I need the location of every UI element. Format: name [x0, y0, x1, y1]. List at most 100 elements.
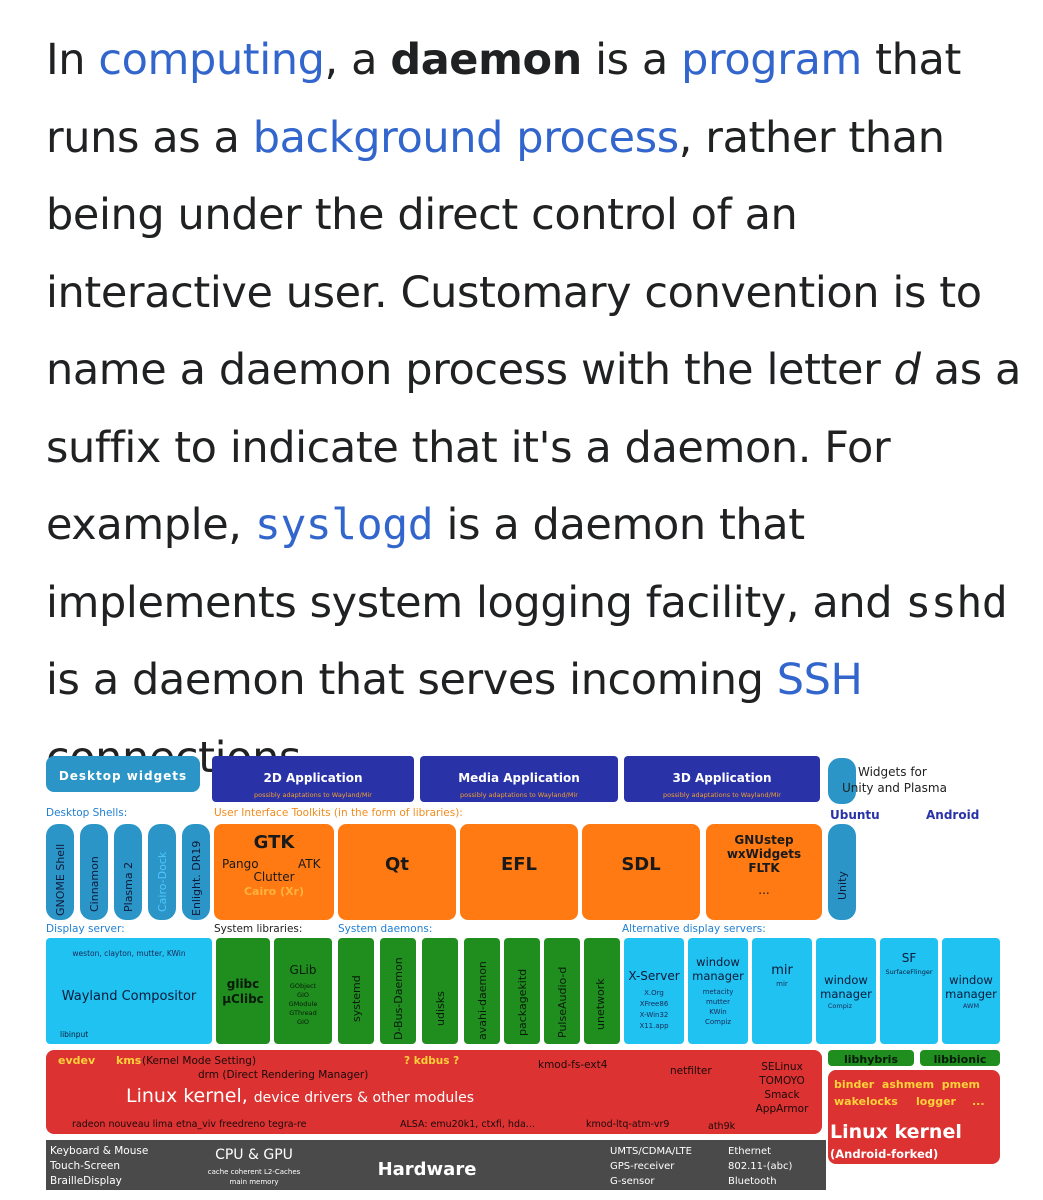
- shell-gnome: GNOME Shell: [54, 844, 67, 916]
- wm-item-0: metacity: [703, 988, 734, 996]
- hardware-box: [46, 1140, 826, 1190]
- toolkit-clutter: Clutter: [253, 870, 294, 884]
- sf-title: SF: [902, 951, 917, 965]
- text-run: that runs as a: [46, 35, 961, 163]
- toolkit-others-box: [706, 824, 822, 920]
- link-program[interactable]: program: [681, 35, 862, 85]
- glib-sub-3: GThread: [289, 1009, 317, 1017]
- unity-label: Unity: [836, 871, 849, 900]
- article-paragraph: In computing, a daemon is a program that…: [46, 22, 1026, 797]
- desktop-widgets-label: Desktop widgets: [59, 769, 187, 783]
- kernel-title-rest: device drivers & other modules: [254, 1090, 474, 1106]
- desktop-shells: GNOME Shell Cinnamon Plasma 2 Cairo-Dock…: [46, 824, 210, 920]
- text-run: is a daemon that serves incoming: [46, 655, 777, 705]
- system-libraries-label: System libraries:: [214, 923, 302, 935]
- linux-stack-diagram[interactable]: Desktop widgets 2D Application possibly …: [42, 752, 1002, 1196]
- xserver-title: X-Server: [628, 969, 679, 983]
- glib-box: [274, 938, 332, 1044]
- toolkit-sdl-box: [582, 824, 700, 920]
- hw-input-0: Keyboard & Mouse: [50, 1145, 148, 1157]
- app-2d-sub: possibly adaptations to Wayland/Mir: [254, 791, 372, 799]
- app-3d-sub: possibly adaptations to Wayland/Mir: [663, 791, 781, 799]
- wm-android-title-2: manager: [945, 987, 997, 1001]
- android-kernel-title: Linux kernel: [830, 1121, 962, 1143]
- kernel-kms-desc: (Kernel Mode Setting): [142, 1055, 256, 1067]
- app-media-sub: possibly adaptations to Wayland/Mir: [460, 791, 578, 799]
- android-wakelocks: wakelocks: [834, 1095, 898, 1108]
- widgets-unity-box: [828, 758, 856, 804]
- kernel-alsa: ALSA: emu20k1, ctxfi, hda...: [400, 1119, 535, 1130]
- link-syslogd[interactable]: syslogd: [254, 500, 434, 550]
- toolkit-atk: ATK: [298, 857, 322, 871]
- kernel-drm: drm (Direct Rendering Manager): [198, 1069, 368, 1081]
- widgets-for-label: Widgets for: [858, 765, 927, 779]
- android-dots: ...: [972, 1095, 985, 1108]
- link-computing[interactable]: computing: [98, 35, 325, 85]
- wm-item-2: KWin: [709, 1008, 727, 1016]
- kernel-lsm-0: SELinux: [761, 1061, 803, 1073]
- unity-box: [828, 824, 856, 920]
- alt-display-label: Alternative display servers:: [622, 923, 766, 935]
- unity-plasma-label: Unity and Plasma: [842, 781, 947, 795]
- ui-toolkits-label: User Interface Toolkits (in the form of …: [214, 807, 463, 819]
- hw-title: Hardware: [378, 1159, 477, 1180]
- wm-box: [688, 938, 748, 1044]
- xserver-item-2: X-Win32: [640, 1011, 669, 1019]
- daemon-systemd: systemd: [350, 975, 363, 1022]
- hw-net-0: Ethernet: [728, 1146, 771, 1157]
- daemon-packagekitd: packagekitd: [516, 969, 529, 1036]
- kernel-kmod-fs: kmod-fs-ext4: [538, 1059, 608, 1071]
- android-kernel-box: [828, 1070, 1000, 1164]
- kernel-kdbus: ? kdbus ?: [404, 1055, 459, 1067]
- wm-android-sub: AWM: [963, 1002, 979, 1010]
- app-3d-box: [624, 756, 820, 802]
- daemon-dbus: D-Bus-Daemon: [392, 957, 405, 1040]
- libinput-label: libinput: [60, 1030, 88, 1039]
- hw-input-1: Touch-Screen: [49, 1160, 120, 1172]
- mir-title: mir: [771, 963, 793, 978]
- toolkit-wxwidgets: wxWidgets: [727, 847, 801, 861]
- kernel-gpu-drivers: radeon nouveau lima etna_viv freedreno t…: [72, 1119, 307, 1130]
- link-background-process[interactable]: background process: [252, 112, 679, 163]
- link-ssh[interactable]: SSH: [776, 655, 863, 705]
- wm-ubuntu-title-2: manager: [820, 987, 872, 1001]
- toolkit-ellipsis: ...: [758, 883, 769, 897]
- toolkit-qt: Qt: [385, 854, 409, 875]
- xserver-item-1: XFree86: [640, 1000, 669, 1008]
- kernel-title: Linux kernel,device drivers & other modu…: [126, 1085, 474, 1107]
- hw-net-1: 802.11-(abc): [728, 1161, 792, 1172]
- kernel-lsm-3: AppArmor: [756, 1103, 809, 1115]
- text-run: is a daemon that implements system loggi…: [46, 500, 906, 628]
- wayland-compositor-title: Wayland Compositor: [62, 989, 197, 1004]
- app-2d-box: [212, 756, 414, 802]
- system-daemons: systemd D-Bus-Daemon udisks avahi-daemon…: [338, 938, 620, 1044]
- libbionic-box: [920, 1050, 1000, 1066]
- text-run: , rather than being under the direct con…: [46, 112, 982, 396]
- toolkit-qt-box: [338, 824, 456, 920]
- hw-cpu-sub-1: main memory: [230, 1178, 279, 1186]
- app-media-box: [420, 756, 618, 802]
- shell-plasma: Plasma 2: [122, 862, 135, 912]
- glib-sub-1: GIO: [297, 991, 309, 999]
- uclibc-label: µClibc: [222, 992, 264, 1006]
- toolkit-gtk-box: [214, 824, 334, 920]
- daemon-avahi: avahi-daemon: [476, 961, 489, 1040]
- wayland-compositor-box: [46, 938, 212, 1044]
- desktop-widgets-box: [46, 756, 200, 792]
- display-server-label: Display server:: [46, 923, 125, 935]
- hw-input-2: BrailleDisplay: [50, 1175, 122, 1187]
- hw-cpu: CPU & GPU: [215, 1147, 293, 1163]
- daemon-pulseaudio: PulseAudio-d: [556, 967, 569, 1038]
- kernel-lsm-2: Smack: [764, 1089, 800, 1101]
- toolkit-cairo: Cairo (Xr): [244, 885, 304, 898]
- hw-net-2: Bluetooth: [728, 1176, 777, 1187]
- app-2d-label: 2D Application: [263, 771, 362, 785]
- libhybris-label: libhybris: [844, 1053, 898, 1066]
- mir-sub: mir: [776, 980, 788, 988]
- glib-sub-4: GIO: [297, 1018, 309, 1026]
- kernel-netfilter: netfilter: [670, 1065, 712, 1077]
- toolkit-pango: Pango: [222, 857, 259, 871]
- glib-label: GLib: [290, 963, 317, 977]
- glibc-box: [216, 938, 270, 1044]
- sf-box: [880, 938, 938, 1044]
